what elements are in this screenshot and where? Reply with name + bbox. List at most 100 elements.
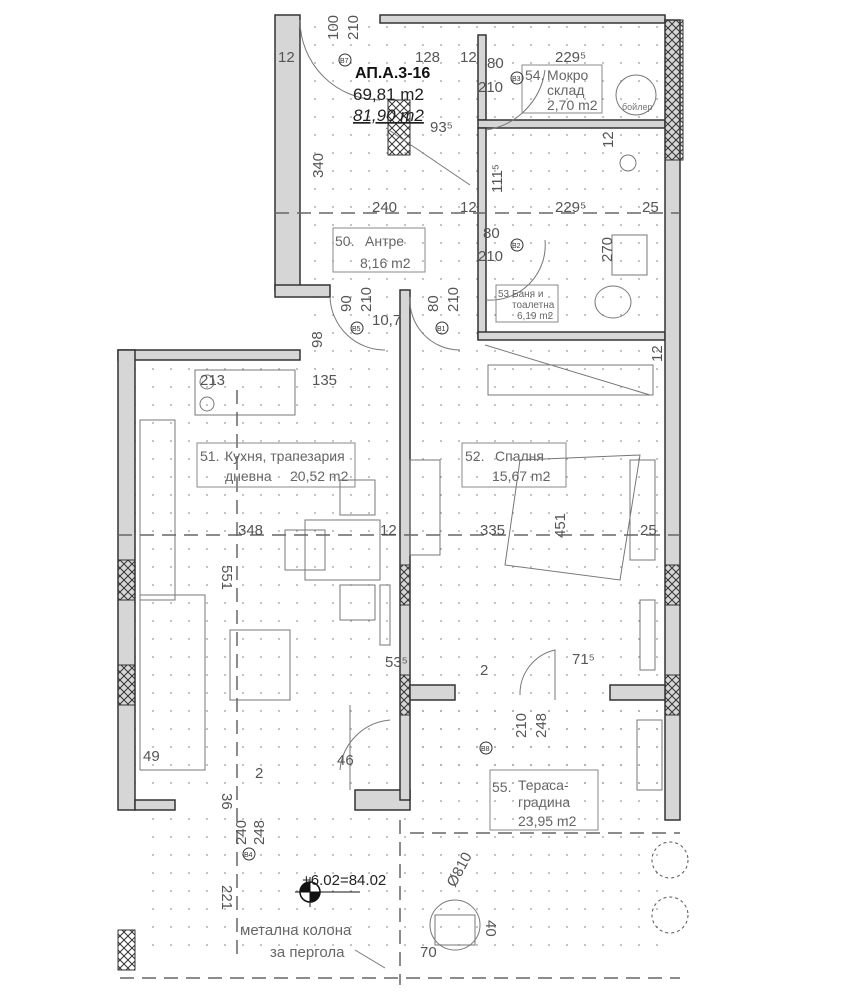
svg-text:93⁵: 93⁵ bbox=[430, 119, 453, 136]
svg-text:10,7: 10,7 bbox=[372, 312, 401, 329]
svg-text:25: 25 bbox=[642, 199, 659, 216]
svg-text:B2: B2 bbox=[512, 243, 521, 250]
svg-text:Спалня: Спалня bbox=[495, 448, 544, 464]
svg-text:80: 80 bbox=[483, 225, 500, 242]
svg-text:Антре: Антре bbox=[365, 233, 404, 249]
room-53-label: 53 Баня и тоалетна 6,19 m2 bbox=[495, 284, 559, 323]
svg-text:15,67 m2: 15,67 m2 bbox=[492, 468, 551, 484]
svg-text:221: 221 bbox=[218, 885, 235, 910]
svg-text:склад: склад bbox=[547, 82, 584, 98]
svg-text:2: 2 bbox=[480, 662, 488, 679]
svg-text:128: 128 bbox=[415, 49, 440, 66]
column-note-line1: метална колона bbox=[240, 922, 352, 939]
furniture bbox=[139, 19, 663, 951]
svg-text:12: 12 bbox=[460, 199, 477, 216]
svg-text:210: 210 bbox=[478, 79, 503, 96]
elevation-marker: +6.02=84.02 bbox=[295, 872, 386, 907]
grid-lines bbox=[118, 212, 680, 985]
svg-text:55.: 55. bbox=[492, 779, 511, 795]
svg-text:40: 40 bbox=[482, 920, 499, 937]
svg-text:210: 210 bbox=[358, 287, 375, 312]
svg-text:340: 340 bbox=[310, 153, 327, 178]
svg-text:49: 49 bbox=[143, 748, 160, 765]
room-50-label: 50. Антре 8,16 m2 bbox=[332, 227, 426, 273]
dimension-labels: 100 210 12 128 12 80 210 229⁵ 93⁵ 340 11… bbox=[143, 15, 666, 961]
svg-text:53: 53 bbox=[498, 289, 510, 300]
floor-garden bbox=[140, 815, 410, 960]
svg-text:Тераса-: Тераса- bbox=[518, 777, 569, 793]
svg-text:551: 551 bbox=[218, 565, 235, 590]
svg-text:135: 135 bbox=[312, 372, 337, 389]
svg-text:25: 25 bbox=[640, 522, 657, 539]
svg-text:12: 12 bbox=[278, 49, 295, 66]
floor-terrace bbox=[410, 710, 665, 960]
svg-text:210: 210 bbox=[445, 287, 462, 312]
boiler-label: бойлер bbox=[622, 102, 652, 112]
apartment-code: АП.А.3-16 bbox=[355, 65, 430, 82]
svg-text:213: 213 bbox=[200, 372, 225, 389]
svg-text:111⁵: 111⁵ bbox=[489, 164, 506, 193]
svg-text:20,52 m2: 20,52 m2 bbox=[290, 468, 349, 484]
svg-text:36: 36 bbox=[218, 793, 235, 810]
svg-text:348: 348 bbox=[238, 522, 263, 539]
svg-text:Мокро: Мокро bbox=[547, 67, 589, 83]
svg-text:6,19 m2: 6,19 m2 bbox=[517, 311, 554, 322]
note-leader-line bbox=[354, 949, 386, 969]
svg-text:B3: B3 bbox=[512, 76, 521, 83]
svg-text:тоалетна: тоалетна bbox=[512, 300, 555, 311]
svg-text:B5: B5 bbox=[352, 326, 361, 333]
svg-text:B8: B8 bbox=[481, 746, 490, 753]
svg-text:Баня и: Баня и bbox=[512, 289, 543, 300]
svg-text:90: 90 bbox=[338, 295, 355, 312]
apartment-net-area: 69,81 m2 bbox=[353, 85, 424, 104]
svg-text:12: 12 bbox=[380, 522, 397, 539]
svg-text:B7: B7 bbox=[340, 58, 349, 65]
svg-text:240: 240 bbox=[233, 820, 250, 845]
svg-text:210: 210 bbox=[345, 15, 362, 40]
svg-text:51.: 51. bbox=[200, 448, 219, 464]
room-55-label: 55. Тераса- градина 23,95 m2 bbox=[489, 769, 599, 831]
room-51-label: 51. Кухня, трапезария дневна 20,52 m2 bbox=[196, 442, 356, 488]
svg-text:12: 12 bbox=[460, 49, 477, 66]
svg-text:12: 12 bbox=[600, 131, 617, 148]
svg-text:248: 248 bbox=[533, 713, 550, 738]
svg-text:2: 2 bbox=[255, 765, 263, 782]
svg-text:80: 80 bbox=[425, 295, 442, 312]
svg-text:229⁵: 229⁵ bbox=[555, 199, 586, 216]
plant-icons bbox=[651, 841, 689, 934]
svg-text:50.: 50. bbox=[335, 233, 354, 249]
svg-text:23,95 m2: 23,95 m2 bbox=[518, 813, 577, 829]
svg-text:8,16 m2: 8,16 m2 bbox=[360, 255, 411, 271]
svg-text:52.: 52. bbox=[465, 448, 484, 464]
svg-text:229⁵: 229⁵ bbox=[555, 49, 586, 66]
svg-text:270: 270 bbox=[599, 237, 616, 262]
svg-text:B4: B4 bbox=[244, 852, 253, 859]
svg-text:градина: градина bbox=[518, 794, 570, 810]
svg-text:70: 70 bbox=[420, 944, 437, 961]
svg-text:46: 46 bbox=[337, 752, 354, 769]
elevation-text: +6.02=84.02 bbox=[302, 872, 386, 889]
svg-text:100: 100 bbox=[325, 15, 342, 40]
svg-text:2,70 m2: 2,70 m2 bbox=[547, 97, 598, 113]
svg-text:80: 80 bbox=[487, 55, 504, 72]
door-tags: B7 B3 B2 B5 B1 B8 B4 bbox=[242, 53, 524, 861]
svg-text:71⁵: 71⁵ bbox=[572, 651, 595, 668]
svg-text:54.: 54. bbox=[525, 67, 544, 83]
svg-text:12: 12 bbox=[649, 345, 666, 362]
column-note-line2: за пергола bbox=[270, 944, 345, 961]
svg-text:98: 98 bbox=[309, 331, 326, 348]
walls bbox=[117, 14, 684, 971]
svg-text:240: 240 bbox=[372, 199, 397, 216]
svg-text:дневна: дневна bbox=[225, 468, 272, 484]
svg-text:335: 335 bbox=[480, 522, 505, 539]
svg-text:451: 451 bbox=[552, 513, 569, 538]
room-54-label: 54. Мокро склад 2,70 m2 bbox=[521, 64, 603, 114]
svg-text:Кухня, трапезария: Кухня, трапезария bbox=[225, 448, 345, 464]
room-52-label: 52. Спалня 15,67 m2 bbox=[461, 442, 567, 488]
svg-text:B1: B1 bbox=[437, 326, 446, 333]
svg-text:210: 210 bbox=[513, 713, 530, 738]
apartment-gross-area: 81,90 m2 bbox=[353, 106, 424, 125]
svg-text:210: 210 bbox=[478, 248, 503, 265]
svg-text:53⁵: 53⁵ bbox=[385, 654, 408, 671]
